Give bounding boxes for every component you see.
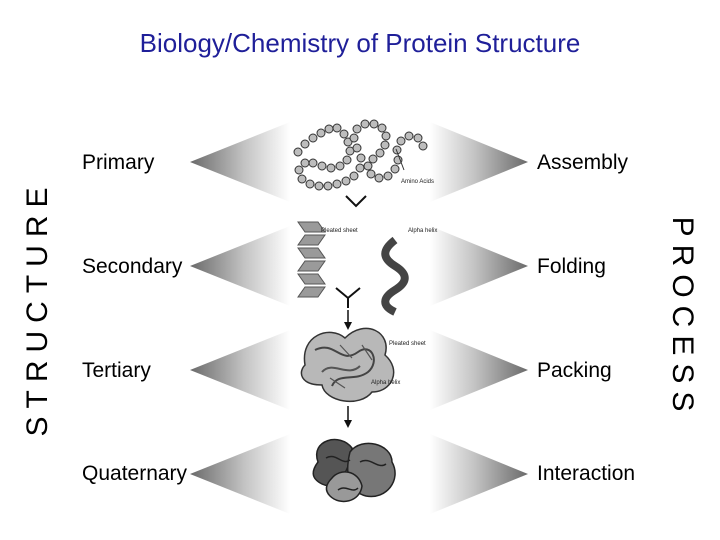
left-wedge (190, 330, 290, 410)
structure-level-secondary: Secondary (82, 255, 183, 278)
right-wedge (430, 226, 528, 306)
process-level-folding: Folding (537, 255, 606, 278)
alpha-helix-illustration (381, 236, 409, 316)
page-title: Biology/Chemistry of Protein Structure (139, 28, 581, 58)
merge-arrow-icon (335, 287, 361, 308)
left-wedge (190, 434, 290, 514)
pleated-sheet-illustration (297, 221, 326, 298)
structure-level-quaternary: Quaternary (82, 462, 188, 485)
alpha-helix-annotation: Alpha helix (371, 380, 400, 386)
row-quaternary (190, 434, 528, 514)
amino-acid-chain-illustration (293, 119, 428, 191)
quaternary-complex-illustration (312, 438, 396, 503)
right-wedge (430, 330, 528, 410)
row-primary: Amino Acids (190, 119, 528, 208)
right-wedge (430, 122, 528, 202)
row-secondary: Pleated sheet Alpha helix (190, 221, 528, 316)
row-tertiary: Pleated sheet Alpha helix (190, 310, 528, 428)
left-wedge (190, 122, 290, 202)
right-wedge (430, 434, 528, 514)
pleated-sheet-annotation: Pleated sheet (389, 341, 426, 347)
pleated-sheet-annotation: Pleated sheet (321, 228, 358, 234)
structure-level-tertiary: Tertiary (82, 359, 151, 382)
structure-level-primary: Primary (82, 151, 155, 174)
tertiary-fold-illustration (300, 327, 395, 403)
left-wedge (190, 226, 290, 306)
process-level-packing: Packing (537, 359, 612, 382)
amino-acids-annotation: Amino Acids (401, 179, 434, 185)
process-level-interaction: Interaction (537, 462, 636, 485)
down-arrow-icon (345, 195, 367, 208)
process-level-assembly: Assembly (537, 151, 629, 174)
alpha-helix-annotation: Alpha helix (408, 228, 437, 234)
